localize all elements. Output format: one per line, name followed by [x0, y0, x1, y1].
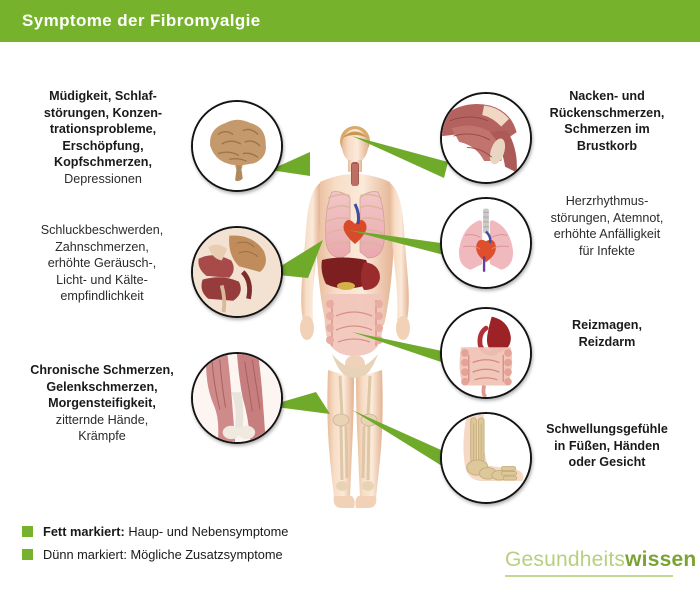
legend-lead: Fett markiert: [43, 523, 125, 539]
legend-row-bold: Fett markiert: Haup- und Nebensymptome [22, 521, 288, 541]
symptom-line: störungen, Atemnot, [550, 210, 664, 225]
pointer-wedge-brain [270, 150, 310, 190]
symptom-line: Nacken- und [569, 89, 645, 103]
logo-part-two: wissen [625, 548, 697, 571]
header-bar [0, 0, 700, 42]
symptom-line: Rückenschmerzen, [549, 105, 665, 120]
pointer-wedge-lung [348, 228, 448, 258]
symptom-line: Schwellungsgefühle [546, 422, 668, 436]
symptom-text-heart: Herzrhythmus- störungen, Atemnot, erhöht… [518, 193, 696, 259]
symptom-line: Reizmagen, [572, 318, 642, 332]
legend-row-thin: Dünn markiert: Mögliche Zusatzsymptome [22, 544, 288, 564]
foot-bones-icon [440, 412, 532, 504]
legend-swatch-icon [22, 548, 33, 560]
symptom-text-swelling: Schwellungsgefühle in Füßen, Händen oder… [516, 421, 698, 471]
symptom-line: Krämpfe [78, 429, 126, 444]
pointer-wedge-shoulder [352, 132, 448, 180]
stomach-intestine-icon [440, 307, 532, 399]
shoulder-muscle-icon [440, 92, 532, 184]
symptom-line: Kopfschmerzen, [54, 155, 152, 170]
page-title: Symptome der Fibromyalgie [22, 11, 261, 30]
symptom-line: Erschöpfung, [62, 138, 144, 153]
logo-part-one: Gesundheits [505, 548, 626, 571]
legend-label-bold: Fett markiert: Haup- und Nebensymptome [43, 524, 288, 539]
symptom-line: erhöhte Geräusch-, [47, 256, 157, 271]
symptom-line: Reizdarm [578, 334, 636, 349]
symptom-line: Schmerzen im [564, 122, 650, 137]
symptom-line: Brustkorb [576, 138, 638, 153]
symptom-line: Müdigkeit, Schlaf- [49, 89, 157, 103]
symptom-line: Herzrhythmus- [565, 194, 649, 208]
symptom-line: trationsprobleme, [49, 122, 157, 137]
symptom-text-muscle: Chronische Schmerzen, Gelenkschmerzen, M… [6, 362, 198, 445]
legend: Fett markiert: Haup- und Nebensymptome D… [22, 521, 288, 567]
symptom-line: Zahnschmerzen, [55, 239, 149, 254]
throat-anatomy-icon [191, 226, 283, 318]
legend-swatch-icon [22, 525, 33, 537]
legend-lead: Dünn markiert: [43, 546, 127, 562]
symptom-text-throat: Schluckbeschwerden, Zahnschmerzen, erhöh… [6, 222, 198, 305]
pointer-wedge-foot [352, 408, 450, 466]
symptom-line: Gelenkschmerzen, [46, 379, 158, 394]
pointer-wedge-muscle [268, 390, 330, 430]
legend-label-thin: Dünn markiert: Mögliche Zusatzsymptome [43, 547, 283, 562]
symptom-text-head: Müdigkeit, Schlaf- störungen, Konzen- tr… [8, 88, 198, 188]
symptom-text-gut: Reizmagen, Reizdarm [518, 317, 696, 350]
symptom-line: erhöhte Anfälligkeit [553, 227, 661, 242]
legend-rest: Haup- und Nebensymptome [124, 523, 289, 539]
lungs-heart-icon [440, 197, 532, 289]
symptom-line: oder Gesicht [568, 455, 646, 470]
symptom-line: für Infekte [578, 243, 635, 258]
symptom-line: empfindlichkeit [60, 289, 144, 304]
brand-logo[interactable]: Gesundheitswissen [505, 548, 696, 577]
muscle-tendon-icon [191, 352, 283, 444]
symptom-line: Morgensteifigkeit, [48, 396, 156, 411]
brain-icon [191, 100, 283, 192]
logo-underline [505, 575, 673, 577]
symptom-line: Schluckbeschwerden, [40, 223, 164, 237]
symptom-line: Licht- und Kälte- [56, 272, 148, 287]
symptom-line: Depressionen [64, 172, 142, 187]
symptom-text-neck: Nacken- und Rückenschmerzen, Schmerzen i… [518, 88, 696, 154]
symptom-line: zitternde Hände, [55, 412, 149, 427]
symptom-line: störungen, Konzen- [43, 105, 163, 120]
symptom-line: Chronische Schmerzen, [30, 363, 174, 377]
symptom-line: in Füßen, Händen [554, 438, 660, 453]
human-anatomy-figure [280, 120, 430, 510]
pointer-wedge-digest [352, 330, 447, 368]
legend-rest: Mögliche Zusatzsymptome [126, 546, 283, 562]
logo-wordmark: Gesundheitswissen [505, 548, 696, 572]
